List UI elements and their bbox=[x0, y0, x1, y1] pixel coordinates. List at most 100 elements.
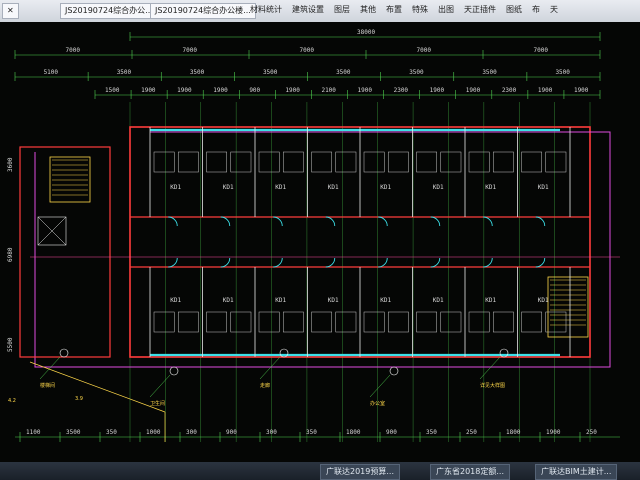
taskbar-item[interactable]: 广联达BIM土建计... bbox=[535, 464, 618, 480]
dimension-text: 3500 bbox=[555, 69, 570, 76]
dimension-text: 3500 bbox=[336, 69, 351, 76]
dimension-text: 7000 bbox=[66, 47, 81, 54]
cubicle bbox=[206, 151, 227, 173]
cubicle bbox=[493, 151, 514, 173]
dimension-text: 1900 bbox=[358, 87, 373, 94]
ribbon-menu-item[interactable]: 其他 bbox=[360, 5, 376, 14]
stair-block bbox=[49, 156, 91, 203]
door-swing bbox=[535, 216, 546, 227]
door-swing bbox=[273, 216, 283, 227]
dimension-text: 3500 bbox=[482, 69, 497, 76]
taskbar-item[interactable]: 广联达2019预算... bbox=[320, 464, 400, 480]
room-tag: KD1 bbox=[170, 297, 181, 304]
cubicle bbox=[230, 151, 252, 173]
annotation-text: 卫生间 bbox=[150, 400, 165, 407]
dimension-text: 5100 bbox=[44, 69, 59, 76]
cubicle bbox=[283, 151, 304, 173]
ribbon-menu-item[interactable]: 出图 bbox=[438, 5, 454, 14]
annotation-text: 详见大样图 bbox=[480, 382, 505, 389]
door-swing bbox=[483, 216, 493, 227]
ribbon-menu-item[interactable]: 材料统计 bbox=[250, 5, 282, 14]
dimension-text: 3500 bbox=[409, 69, 424, 76]
shaft-box bbox=[37, 216, 67, 246]
dimension-text: 1500 bbox=[105, 87, 120, 94]
cubicle bbox=[178, 311, 199, 333]
room-tag: KD1 bbox=[538, 184, 549, 191]
door-swing bbox=[168, 216, 178, 227]
room-tag: KD1 bbox=[275, 184, 286, 191]
dimension-text: 250 bbox=[466, 429, 477, 436]
cubicle bbox=[311, 151, 332, 173]
room-tag: KD1 bbox=[170, 184, 181, 191]
dimension-text: 7000 bbox=[300, 47, 315, 54]
ribbon-menu-item[interactable]: 布 bbox=[532, 5, 540, 14]
ribbon-menu-item[interactable]: 天正插件 bbox=[464, 5, 496, 14]
shaft-cross bbox=[37, 216, 67, 246]
ramp-line bbox=[29, 361, 166, 413]
dimension-text: 3500 bbox=[263, 69, 278, 76]
room-tag: KD1 bbox=[485, 184, 496, 191]
taskbar-item[interactable]: 广东省2018定额... bbox=[430, 464, 510, 480]
room-tag: KD1 bbox=[538, 297, 549, 304]
ribbon-menu-item[interactable]: 布置 bbox=[386, 5, 402, 14]
detail-bubble bbox=[499, 348, 509, 358]
leader-line bbox=[479, 356, 501, 380]
cubicle bbox=[388, 151, 409, 173]
dimension-text: 250 bbox=[586, 429, 597, 436]
annotation-text: 楼梯间 bbox=[40, 382, 55, 389]
leader-line bbox=[369, 374, 391, 398]
cubicle bbox=[153, 311, 175, 333]
detail-bubble bbox=[389, 366, 399, 376]
tab-active-drawing[interactable]: JS20190724综合办公... bbox=[60, 3, 158, 19]
dimension-text: 3500 bbox=[190, 69, 205, 76]
room-tag: KD1 bbox=[328, 297, 339, 304]
cubicle bbox=[468, 311, 490, 333]
dimension-text: 7000 bbox=[417, 47, 432, 54]
cubicle bbox=[493, 311, 514, 333]
cubicle bbox=[258, 151, 280, 173]
leader-line bbox=[149, 374, 171, 398]
dimension-text: 350 bbox=[426, 429, 437, 436]
dimension-text: 1900 bbox=[466, 87, 481, 94]
cubicle bbox=[416, 311, 437, 333]
ribbon-menu-item[interactable]: 图纸 bbox=[506, 5, 522, 14]
cubicle bbox=[153, 151, 175, 173]
room-tag: KD1 bbox=[485, 297, 496, 304]
ribbon-menu-item[interactable]: 建筑设置 bbox=[292, 5, 324, 14]
dimension-text: 6980 bbox=[7, 247, 14, 262]
detail-bubble bbox=[169, 366, 179, 376]
cubicle bbox=[335, 151, 357, 173]
cubicle bbox=[178, 151, 199, 173]
cubicle bbox=[388, 311, 409, 333]
door-swing bbox=[168, 257, 178, 268]
tab-close-area[interactable]: ✕ bbox=[2, 3, 19, 19]
dimension-text: 1800 bbox=[506, 429, 521, 436]
detail-bubble bbox=[59, 348, 69, 358]
elevation-tag: 3.9 bbox=[75, 396, 83, 402]
door-swing bbox=[220, 216, 231, 227]
cubicle bbox=[335, 311, 357, 333]
leader-line bbox=[39, 356, 61, 380]
room-tag: KD1 bbox=[328, 184, 339, 191]
stair-block-right bbox=[547, 276, 589, 338]
left-wing-wall bbox=[19, 146, 111, 358]
dimension-text: 2100 bbox=[321, 87, 336, 94]
ribbon-menu-item[interactable]: 天 bbox=[550, 5, 558, 14]
dimension-text: 1900 bbox=[574, 87, 589, 94]
dimension-text: 38000 bbox=[357, 29, 375, 36]
dimension-text: 1800 bbox=[346, 429, 361, 436]
ribbon-menu-item[interactable]: 特殊 bbox=[412, 5, 428, 14]
dimension-text: 300 bbox=[266, 429, 277, 436]
cubicle bbox=[258, 311, 280, 333]
room-tag: KD1 bbox=[223, 297, 234, 304]
dimension-text: 350 bbox=[106, 429, 117, 436]
cubicle bbox=[440, 151, 462, 173]
ribbon-menu-item[interactable]: 图层 bbox=[334, 5, 350, 14]
dimension-text: 1900 bbox=[546, 429, 561, 436]
room-tag: KD1 bbox=[433, 184, 444, 191]
door-swing bbox=[430, 257, 441, 268]
door-swing bbox=[378, 257, 388, 268]
tab-second-drawing[interactable]: JS20190724综合办公楼... bbox=[150, 3, 256, 19]
